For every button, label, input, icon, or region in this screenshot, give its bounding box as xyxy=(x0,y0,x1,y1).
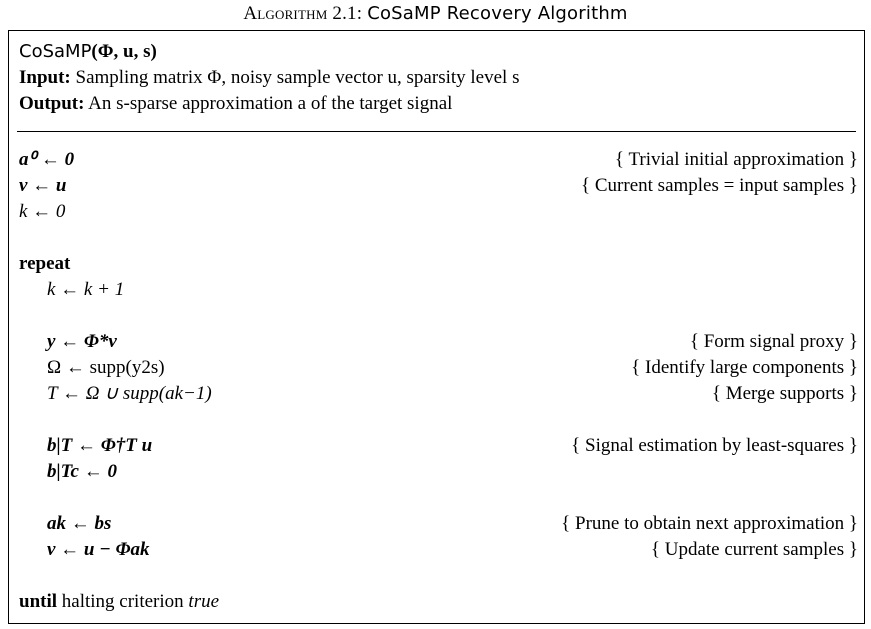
comment-merge: { Merge supports } xyxy=(711,383,858,404)
caption-prefix: Algorithm 2.1: xyxy=(243,3,363,24)
until-line: until halting criterion true xyxy=(19,589,219,615)
line-step-k: k ← k + 1 xyxy=(47,279,125,300)
output-label: Output: xyxy=(19,93,85,114)
line-init-k: k ← 0 xyxy=(19,201,66,222)
line-update: v ← u − Φak xyxy=(47,539,150,560)
line-proxy: y ← Φ*v xyxy=(47,331,117,352)
header-divider xyxy=(17,131,856,132)
line-prune: ak ← bs xyxy=(47,513,112,534)
comment-least-squares: { Signal estimation by least-squares } xyxy=(571,435,858,456)
comment-omega: { Identify large components } xyxy=(631,357,858,378)
function-signature: CoSaMP(Φ, u, s) xyxy=(19,39,157,65)
function-name: CoSaMP xyxy=(19,41,92,62)
input-line: Input: Sampling matrix Φ, noisy sample v… xyxy=(19,65,519,91)
input-text: Sampling matrix Φ, noisy sample vector u… xyxy=(75,67,520,88)
function-args: (Φ, u, s) xyxy=(91,41,157,62)
comment-update: { Update current samples } xyxy=(650,539,858,560)
comment-prune: { Prune to obtain next approximation } xyxy=(561,513,858,534)
comment-init-a: { Trivial initial approximation } xyxy=(614,149,858,170)
until-value: true xyxy=(188,591,220,612)
comment-proxy: { Form signal proxy } xyxy=(689,331,858,352)
output-text: An s-sparse approximation a of the targe… xyxy=(88,93,453,114)
until-text: halting criterion xyxy=(61,591,184,612)
caption-title: CoSaMP Recovery Algorithm xyxy=(367,3,628,24)
line-omega: Ω ← supp(y2s) xyxy=(47,357,165,378)
repeat-keyword: repeat xyxy=(19,253,71,274)
input-label: Input: xyxy=(19,67,71,88)
output-line: Output: An s-sparse approximation a of t… xyxy=(19,91,452,117)
line-merge: T ← Ω ∪ supp(ak−1) xyxy=(47,383,212,404)
line-init-a: a⁰ ← 0 xyxy=(19,149,75,170)
line-least-squares-complement: b|Tc ← 0 xyxy=(47,461,117,482)
comment-init-v: { Current samples = input samples } xyxy=(581,175,858,196)
until-keyword: until xyxy=(19,591,58,612)
line-init-v: v ← u xyxy=(19,175,67,196)
algorithm-box: CoSaMP(Φ, u, s) Input: Sampling matrix Φ… xyxy=(8,30,865,624)
line-least-squares: b|T ← Φ†T u xyxy=(47,435,153,456)
algorithm-caption: Algorithm 2.1: CoSaMP Recovery Algorithm xyxy=(0,2,871,26)
